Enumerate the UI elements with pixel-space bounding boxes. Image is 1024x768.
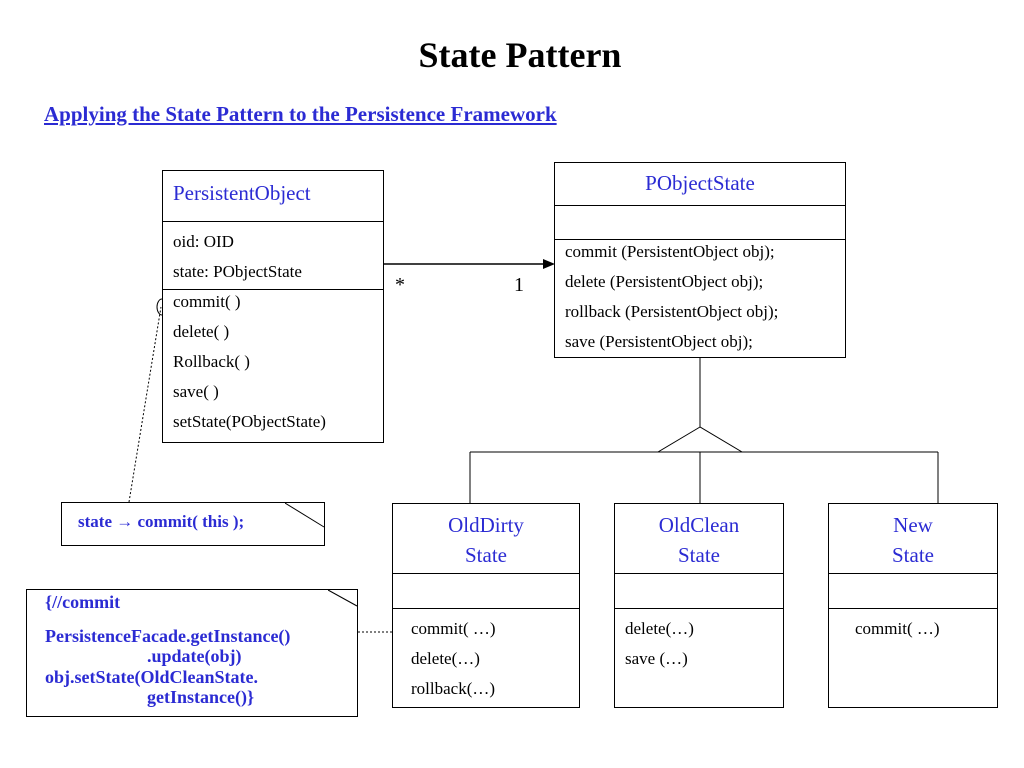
attributes-compartment xyxy=(555,205,845,206)
methods-compartment: commit( …) xyxy=(829,608,997,638)
code-line-2: PersistenceFacade.getInstance() xyxy=(45,626,291,646)
class-old-clean-state[interactable]: OldClean State delete(…) save (…) xyxy=(614,503,784,708)
association-arrowhead xyxy=(543,259,555,269)
method-delete: delete (PersistentObject obj); xyxy=(565,272,764,291)
note-state-commit[interactable]: state → commit( this ); xyxy=(61,502,325,546)
method-commit: commit( …) xyxy=(855,619,940,638)
methods-compartment: commit( …) delete(…) rollback(…) xyxy=(393,608,579,698)
method-delete: delete( ) xyxy=(173,322,230,341)
attributes-compartment xyxy=(393,573,579,574)
generalization-triangle xyxy=(656,426,744,453)
attribute-oid: oid: OID xyxy=(173,232,234,251)
code-line-5: getInstance()} xyxy=(147,687,255,707)
method-commit: commit (PersistentObject obj); xyxy=(565,242,775,261)
method-commit: commit( ) xyxy=(173,292,241,311)
class-pobject-state[interactable]: PObjectState commit (PersistentObject ob… xyxy=(554,162,846,358)
methods-compartment: commit( ) delete( ) Rollback( ) save( ) … xyxy=(163,289,383,431)
class-old-dirty-state[interactable]: OldDirty State commit( …) delete(…) roll… xyxy=(392,503,580,708)
note-text: state → commit( this ); xyxy=(78,512,244,532)
methods-compartment: commit (PersistentObject obj); delete (P… xyxy=(555,239,845,351)
multiplicity-target: 1 xyxy=(514,274,524,296)
attributes-compartment xyxy=(829,573,997,574)
methods-compartment: delete(…) save (…) xyxy=(615,608,783,668)
class-name-line2: State xyxy=(465,543,507,567)
class-name-line1: OldDirty xyxy=(448,513,524,537)
code-line-4: obj.setState(OldCleanState. xyxy=(45,667,258,687)
note-suffix: commit( this ); xyxy=(137,512,245,531)
note-fold-icon xyxy=(285,502,325,528)
note-prefix: state xyxy=(78,512,112,531)
method-commit: commit( …) xyxy=(411,619,496,638)
method-rollback: rollback (PersistentObject obj); xyxy=(565,302,779,321)
class-name-line1: OldClean xyxy=(658,513,740,537)
method-delete: delete(…) xyxy=(411,649,480,668)
attributes-compartment: oid: OID state: PObjectState xyxy=(163,221,383,281)
method-save: save (…) xyxy=(625,649,688,668)
class-name-line2: State xyxy=(678,543,720,567)
method-save: save( ) xyxy=(173,382,219,401)
method-rollback: Rollback( ) xyxy=(173,352,250,371)
attributes-compartment xyxy=(615,573,783,574)
note-state-anchor xyxy=(156,298,163,316)
code-line-1: {//commit xyxy=(45,592,121,612)
class-name: PersistentObject xyxy=(173,181,311,205)
method-save: save (PersistentObject obj); xyxy=(565,332,753,351)
note-state-connector xyxy=(128,306,162,503)
class-new-state[interactable]: New State commit( …) xyxy=(828,503,998,708)
page-title: State Pattern xyxy=(418,35,622,75)
multiplicity-source: * xyxy=(395,274,405,296)
note-commit-code[interactable]: {//commit PersistenceFacade.getInstance(… xyxy=(26,589,358,717)
right-arrow-icon: → xyxy=(116,512,134,531)
class-name-line2: State xyxy=(892,543,934,567)
class-name-line1: New xyxy=(893,513,933,537)
method-rollback: rollback(…) xyxy=(411,679,496,698)
page-subtitle[interactable]: Applying the State Pattern to the Persis… xyxy=(44,102,557,126)
method-delete: delete(…) xyxy=(625,619,694,638)
code-line-3: .update(obj) xyxy=(147,646,242,666)
method-setstate: setState(PObjectState) xyxy=(173,412,326,431)
class-persistent-object[interactable]: PersistentObject oid: OID state: PObject… xyxy=(162,170,384,443)
class-name: PObjectState xyxy=(645,171,755,195)
attribute-state: state: PObjectState xyxy=(173,262,302,281)
note-fold-icon xyxy=(328,589,358,607)
